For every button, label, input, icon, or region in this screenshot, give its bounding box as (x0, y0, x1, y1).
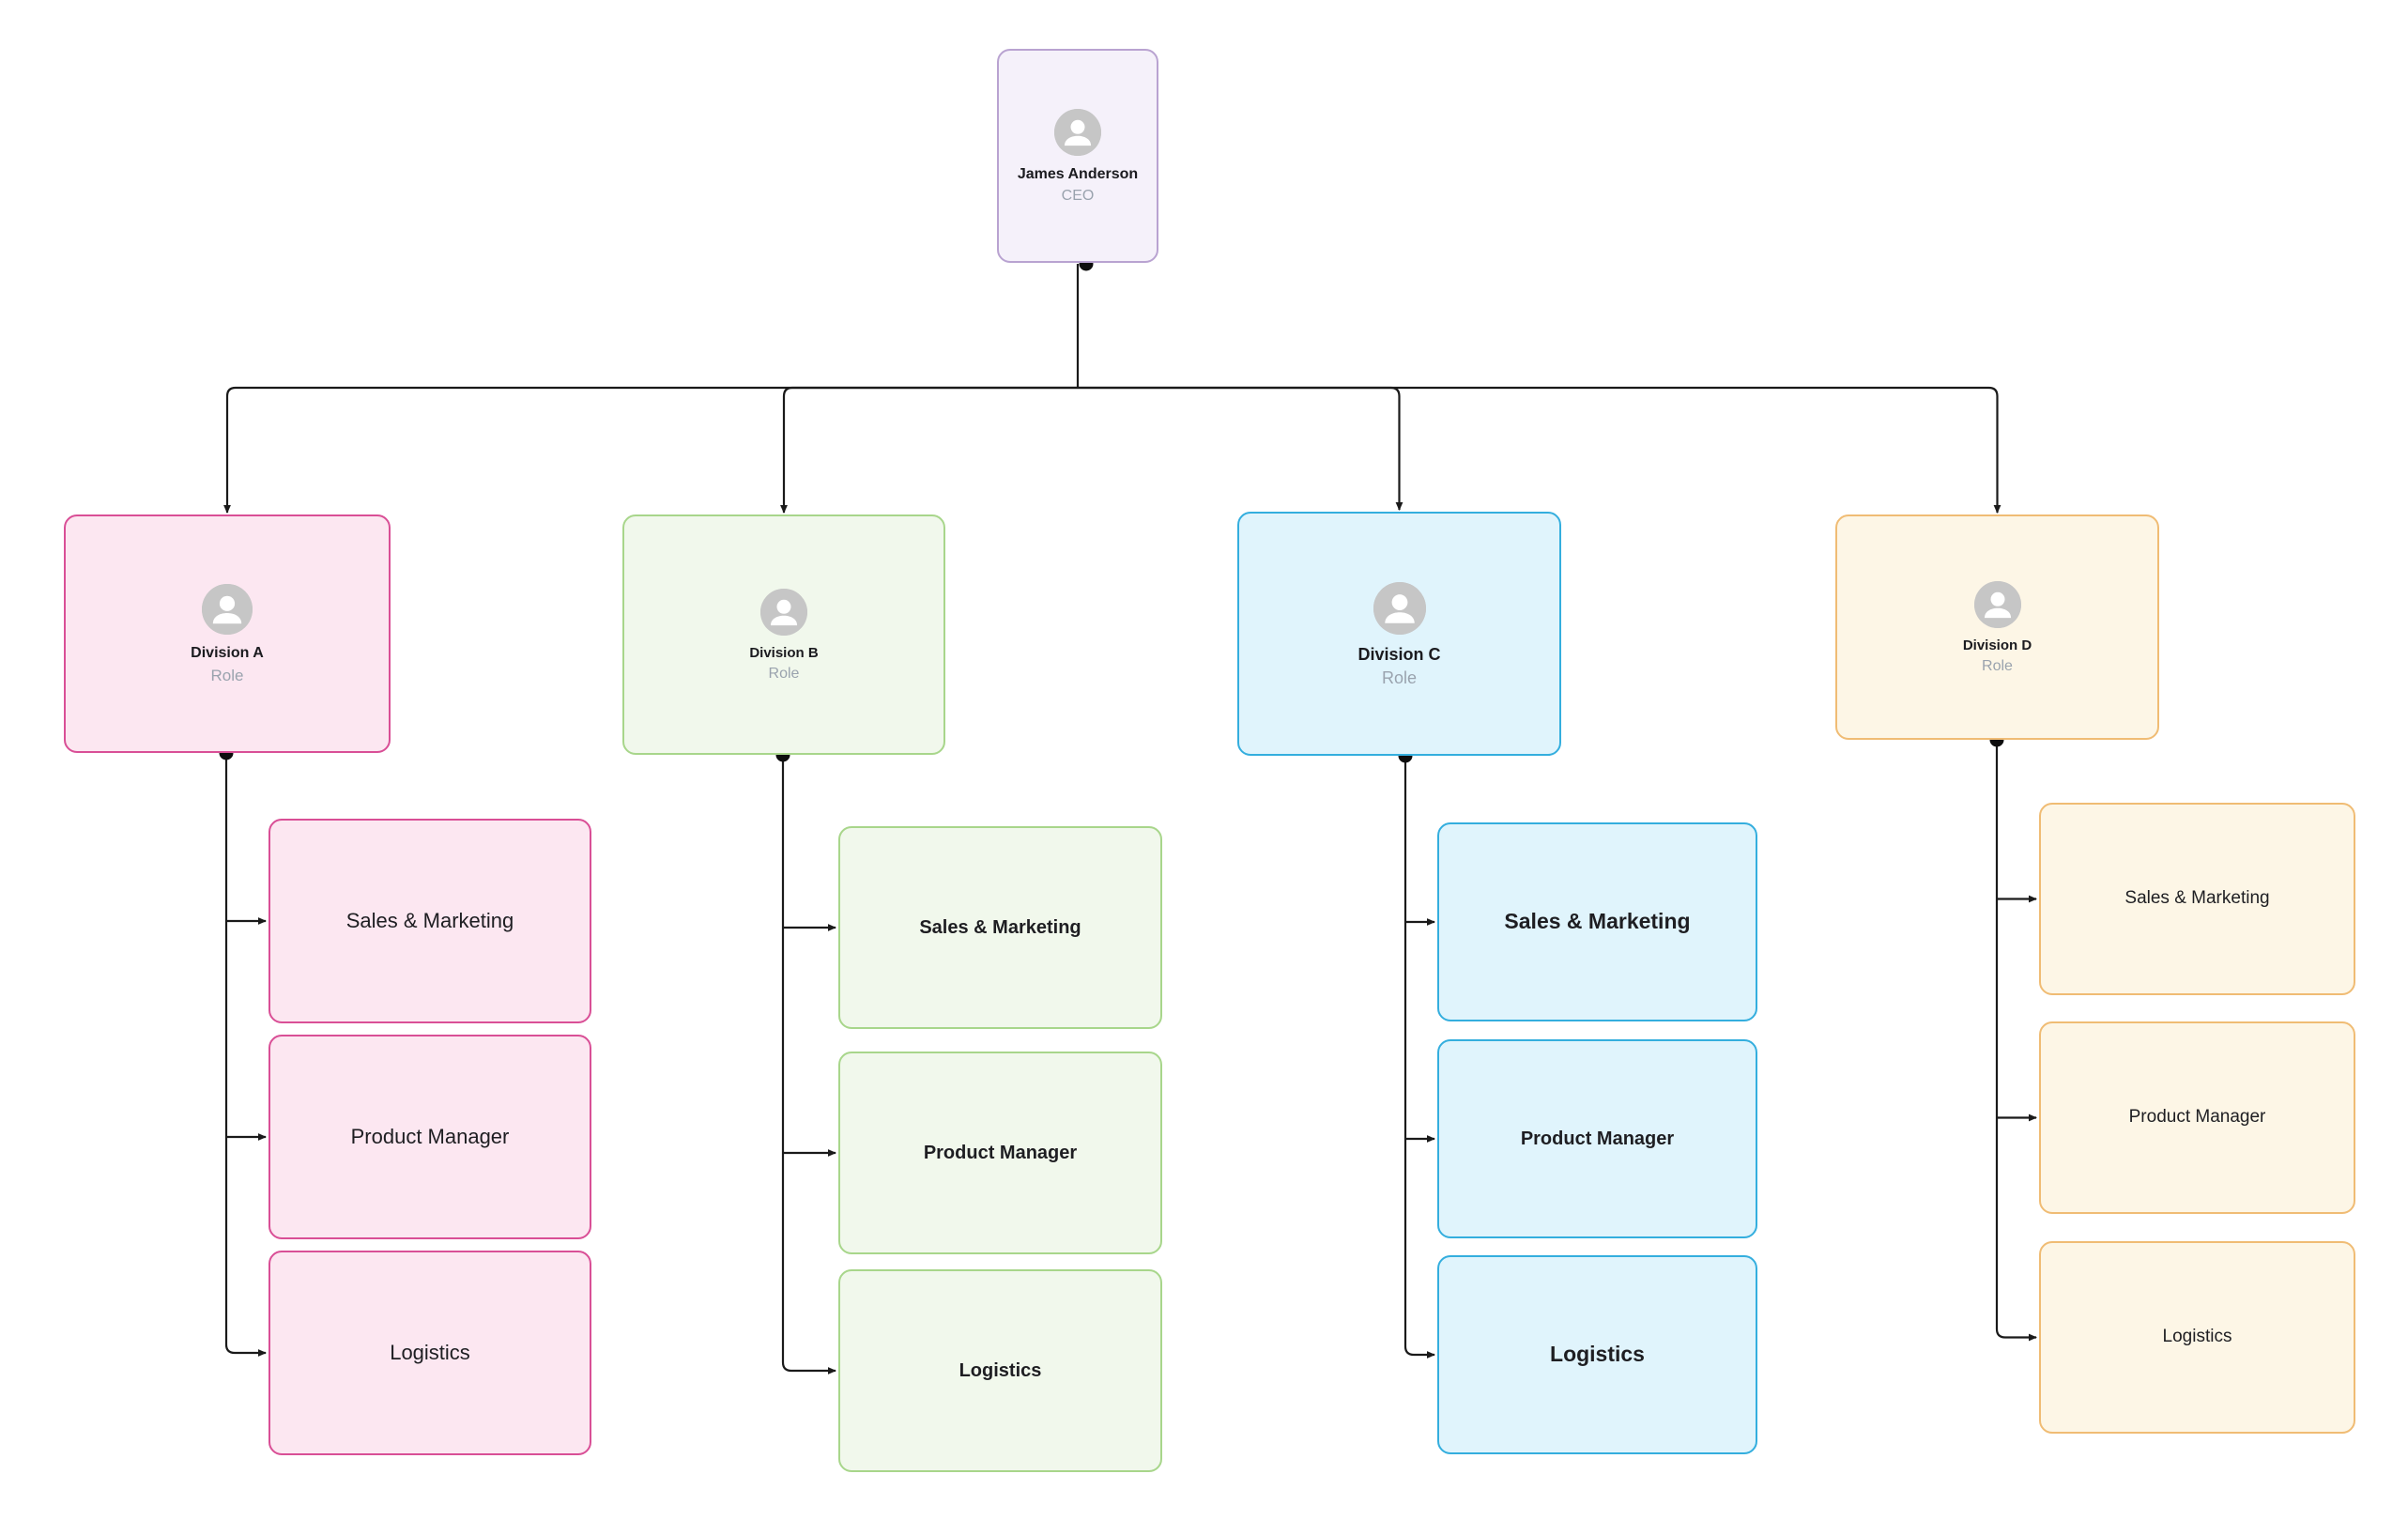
node-label: Product Manager (923, 1143, 1078, 1163)
node-label: Sales & Marketing (919, 917, 1081, 938)
person-avatar-icon (202, 584, 253, 636)
person-avatar-icon (1054, 109, 1101, 157)
node-role: Role (768, 666, 800, 683)
node-ceo[interactable]: James Anderson CEO (997, 49, 1158, 263)
node-b-product[interactable]: Product Manager (838, 1052, 1162, 1254)
node-label: Sales & Marketing (1504, 909, 1691, 934)
node-title: James Anderson (1017, 166, 1139, 183)
node-division-a[interactable]: Division A Role (64, 514, 391, 753)
node-role: CEO (1061, 188, 1095, 205)
node-a-product[interactable]: Product Manager (268, 1035, 591, 1239)
node-label: Product Manager (2128, 1107, 2266, 1128)
node-division-d[interactable]: Division D Role (1835, 514, 2159, 740)
node-a-logistics[interactable]: Logistics (268, 1251, 591, 1455)
node-d-logistics[interactable]: Logistics (2039, 1241, 2355, 1434)
node-c-logistics[interactable]: Logistics (1437, 1255, 1757, 1454)
person-avatar-icon (760, 588, 807, 636)
node-role: Role (1982, 658, 2013, 675)
node-division-b[interactable]: Division B Role (622, 514, 945, 755)
node-title: Division D (1962, 637, 2032, 653)
node-c-product[interactable]: Product Manager (1437, 1039, 1757, 1238)
node-d-sales[interactable]: Sales & Marketing (2039, 803, 2355, 995)
node-title: Division C (1357, 644, 1441, 664)
node-b-sales[interactable]: Sales & Marketing (838, 826, 1162, 1029)
node-label: Logistics (1550, 1342, 1645, 1367)
node-label: Product Manager (1520, 1128, 1675, 1149)
person-avatar-icon (1973, 580, 2021, 628)
node-label: Sales & Marketing (345, 908, 514, 932)
person-avatar-icon (1373, 581, 1426, 635)
node-title: Division B (749, 644, 819, 661)
node-label: Product Manager (350, 1124, 510, 1148)
node-label: Logistics (959, 1360, 1042, 1381)
node-a-sales[interactable]: Sales & Marketing (268, 819, 591, 1023)
node-b-logistics[interactable]: Logistics (838, 1269, 1162, 1472)
node-role: Role (1381, 668, 1418, 688)
node-label: Sales & Marketing (2124, 888, 2270, 909)
node-division-c[interactable]: Division C Role (1237, 512, 1561, 756)
node-label: Logistics (390, 1340, 470, 1364)
node-c-sales[interactable]: Sales & Marketing (1437, 822, 1757, 1021)
node-d-product[interactable]: Product Manager (2039, 1021, 2355, 1214)
node-label: Logistics (2162, 1327, 2232, 1347)
node-title: Division A (191, 645, 264, 662)
node-role: Role (210, 667, 244, 685)
